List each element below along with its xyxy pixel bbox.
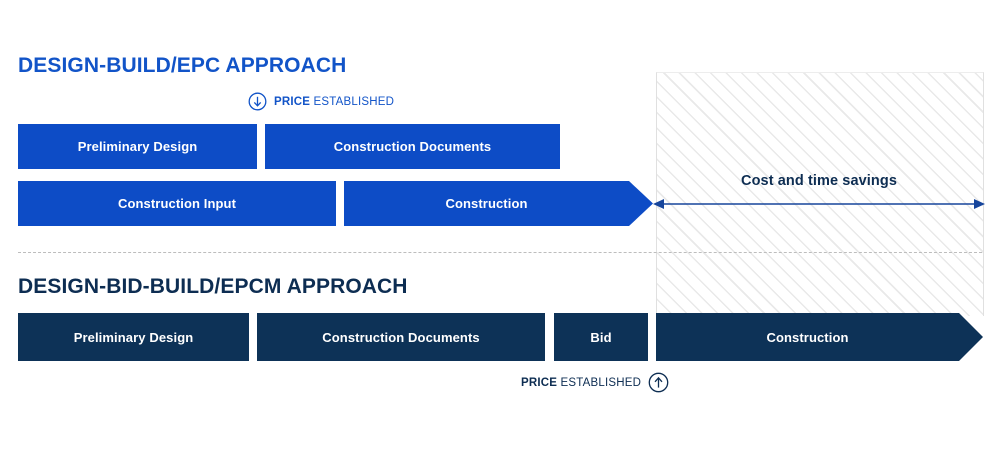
section-title-epcm: DESIGN-BID-BUILD/EPCM APPROACH xyxy=(18,275,408,298)
section-divider xyxy=(18,252,982,253)
price-established-marker-epc: PRICE ESTABLISHED xyxy=(248,92,394,111)
established-word-epcm: ESTABLISHED xyxy=(557,376,642,389)
price-established-marker-epcm: PRICE ESTABLISHED xyxy=(521,372,669,393)
price-established-label-epc: PRICE ESTABLISHED xyxy=(274,96,394,108)
price-word-epcm: PRICE xyxy=(521,376,558,389)
circle-arrow-up-icon xyxy=(648,372,669,393)
bar-epc-preliminary-design[interactable]: Preliminary Design xyxy=(18,124,257,169)
savings-hatch-region xyxy=(656,72,984,316)
price-established-label-epcm: PRICE ESTABLISHED xyxy=(521,377,641,389)
circle-arrow-down-icon xyxy=(248,92,267,111)
bar-epc-construction-input[interactable]: Construction Input xyxy=(18,181,336,226)
section-title-epc: DESIGN-BUILD/EPC APPROACH xyxy=(18,54,347,77)
established-word-epc: ESTABLISHED xyxy=(310,95,395,108)
savings-label: Cost and time savings xyxy=(741,173,897,189)
bar-epcm-preliminary-design[interactable]: Preliminary Design xyxy=(18,313,249,361)
double-headed-arrow-icon xyxy=(652,194,986,219)
bar-epcm-bid[interactable]: Bid xyxy=(554,313,648,361)
bar-epcm-construction-documents[interactable]: Construction Documents xyxy=(257,313,545,361)
bar-epcm-construction[interactable]: Construction xyxy=(656,313,983,361)
price-word-epc: PRICE xyxy=(274,95,311,108)
bar-epc-construction[interactable]: Construction xyxy=(344,181,653,226)
bar-epc-construction-documents[interactable]: Construction Documents xyxy=(265,124,560,169)
